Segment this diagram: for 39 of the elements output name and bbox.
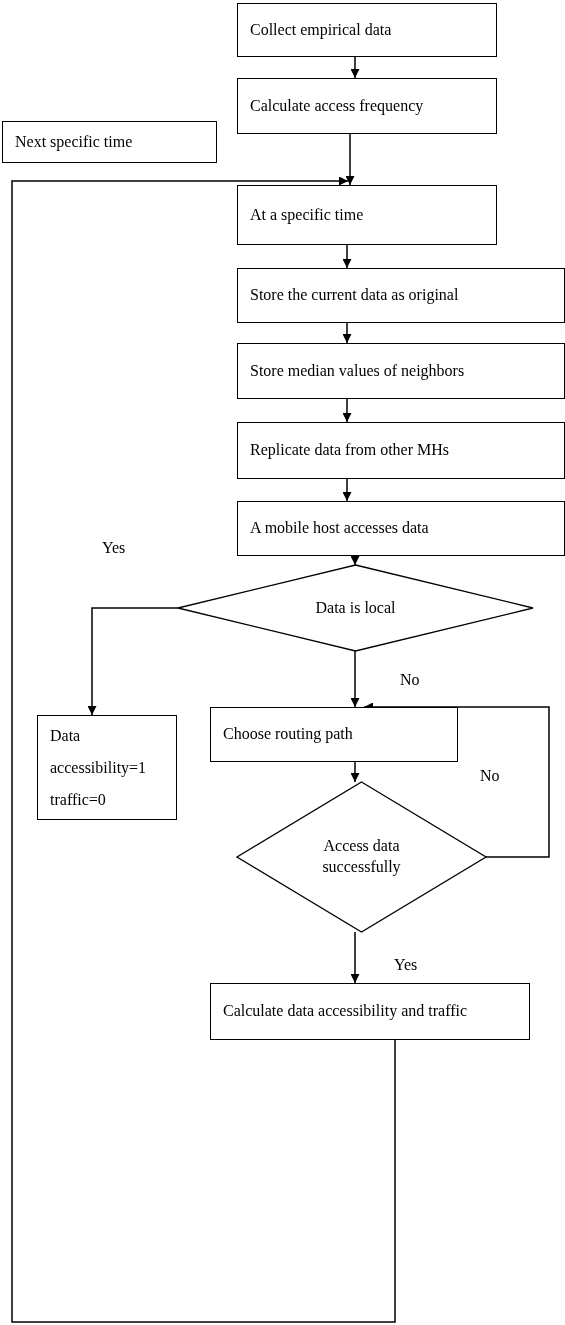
node-text: Collect empirical data <box>250 19 392 41</box>
arrow <box>342 322 352 344</box>
node-text: At a specific time <box>250 204 364 226</box>
node-text: Data accessibility=1 traffic=0 <box>50 725 148 810</box>
node-text: Store median values of neighbors <box>250 360 465 382</box>
process-box <box>237 78 497 134</box>
arrow <box>350 56 360 79</box>
arrow <box>350 555 360 566</box>
node-text: Next specific time <box>15 131 133 153</box>
node-text: Store the current data as original <box>250 285 459 306</box>
process-box <box>37 715 177 820</box>
node-text: Access data successfully <box>321 836 402 878</box>
arrow <box>87 607 179 716</box>
process-box <box>237 268 565 323</box>
process-box <box>237 3 497 57</box>
arrow <box>342 398 352 423</box>
node-text: A mobile host accesses data <box>250 518 429 539</box>
process-box <box>237 343 565 399</box>
node-text: Calculate data accessibility and traffic <box>223 1001 468 1022</box>
arrow <box>342 478 352 502</box>
arrow <box>350 761 360 783</box>
process-box <box>237 185 497 245</box>
arrow <box>11 176 396 1323</box>
arrow <box>345 133 355 186</box>
node-text: Calculate access frequency <box>250 95 424 117</box>
arrow <box>350 931 360 984</box>
process-box <box>2 121 217 163</box>
node-text: Replicate data from other MHs <box>250 440 450 461</box>
node-text: Data is local <box>315 597 396 618</box>
arrow <box>363 702 550 858</box>
decision-diamond <box>237 782 486 932</box>
process-box <box>237 501 565 556</box>
arrow <box>342 244 352 269</box>
process-box <box>210 983 530 1040</box>
decision-diamond <box>178 565 533 651</box>
process-box <box>237 422 565 479</box>
node-text: Choose routing path <box>223 724 353 745</box>
arrow <box>350 650 360 708</box>
process-box <box>210 707 458 762</box>
